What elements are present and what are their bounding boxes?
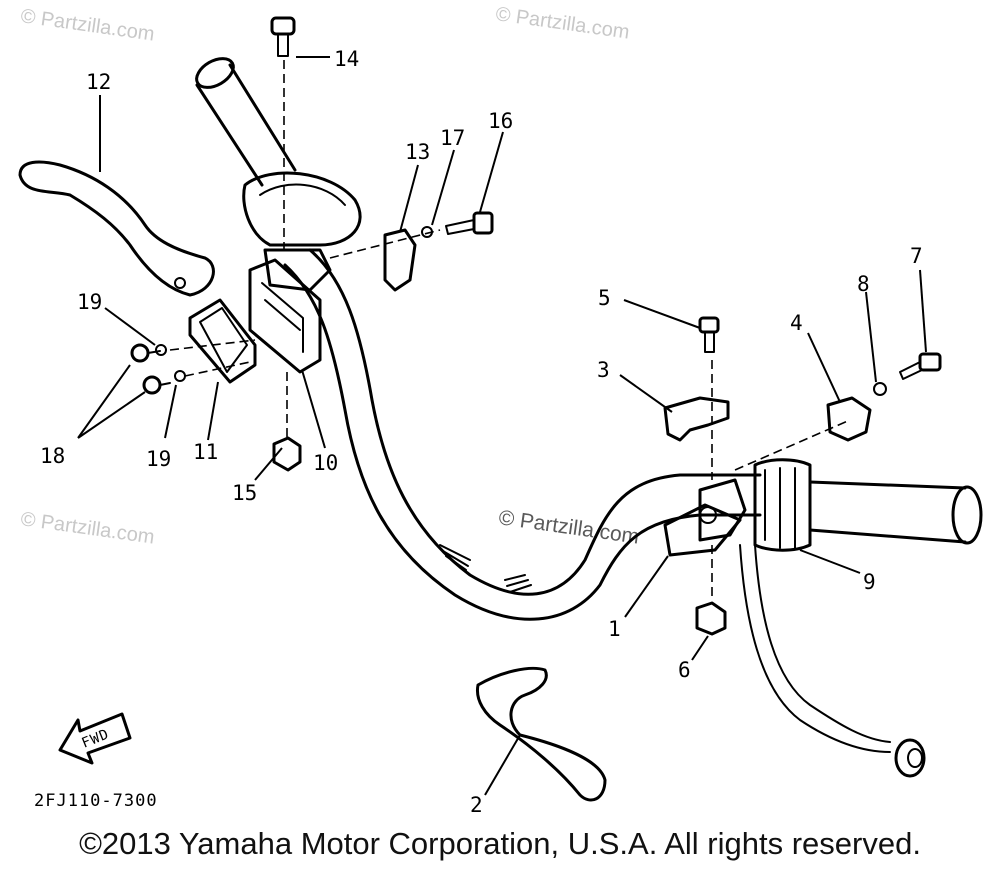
nut-6 (695, 601, 727, 636)
callout-17: 17 (440, 126, 465, 150)
washer-19 (155, 344, 167, 356)
watermark-center: © Partzilla.com (497, 506, 640, 548)
watermark: © Partzilla.com (19, 508, 156, 549)
callout-9: 9 (863, 570, 876, 594)
left-grip (195, 57, 297, 187)
callout-2: 2 (470, 793, 483, 817)
bolt-14 (270, 16, 296, 255)
washer-8 (873, 382, 887, 396)
diagram-code: 2FJ110-7300 (34, 791, 158, 811)
callout-19: 19 (77, 290, 102, 314)
callout-4: 4 (790, 311, 803, 335)
callout-5: 5 (598, 286, 611, 310)
callout-8: 8 (857, 272, 870, 296)
handlebar (283, 248, 762, 621)
cover-11 (188, 298, 257, 384)
callout-3: 3 (597, 358, 610, 382)
switch-13 (383, 228, 417, 292)
watermark: © Partzilla.com (19, 5, 156, 46)
washer-19 (174, 370, 186, 382)
callout-19: 19 (146, 447, 171, 471)
callout-7: 7 (910, 244, 923, 268)
screw-18 (130, 343, 171, 395)
throttle-grip (753, 458, 983, 552)
callout-13: 13 (405, 140, 430, 164)
bolt-5 (698, 316, 720, 353)
screw-16 (445, 211, 494, 235)
callout-15: 15 (232, 481, 257, 505)
clamp-3 (663, 396, 730, 442)
fwd-arrow: FWD (58, 712, 132, 765)
callout-14: 14 (334, 47, 359, 71)
bracket-4 (826, 396, 872, 442)
callout-10: 10 (313, 451, 338, 475)
leader-lines (77, 56, 927, 796)
master-cylinder (242, 171, 362, 292)
nut-15 (272, 436, 302, 472)
callout-6: 6 (678, 658, 691, 682)
copyright-notice: ©2013 Yamaha Motor Corporation, U.S.A. A… (79, 826, 921, 861)
holder-10 (248, 258, 322, 374)
throttle-cable (739, 544, 926, 778)
callout-12: 12 (86, 70, 111, 94)
lever-holder (663, 478, 747, 557)
bolt-7 (899, 352, 942, 380)
callout-11: 11 (193, 440, 218, 464)
lever-12 (18, 160, 215, 297)
callout-1: 1 (608, 617, 621, 641)
callout-16: 16 (488, 109, 513, 133)
callout-18: 18 (40, 444, 65, 468)
lever-2 (475, 666, 607, 802)
watermark: © Partzilla.com (494, 3, 631, 44)
